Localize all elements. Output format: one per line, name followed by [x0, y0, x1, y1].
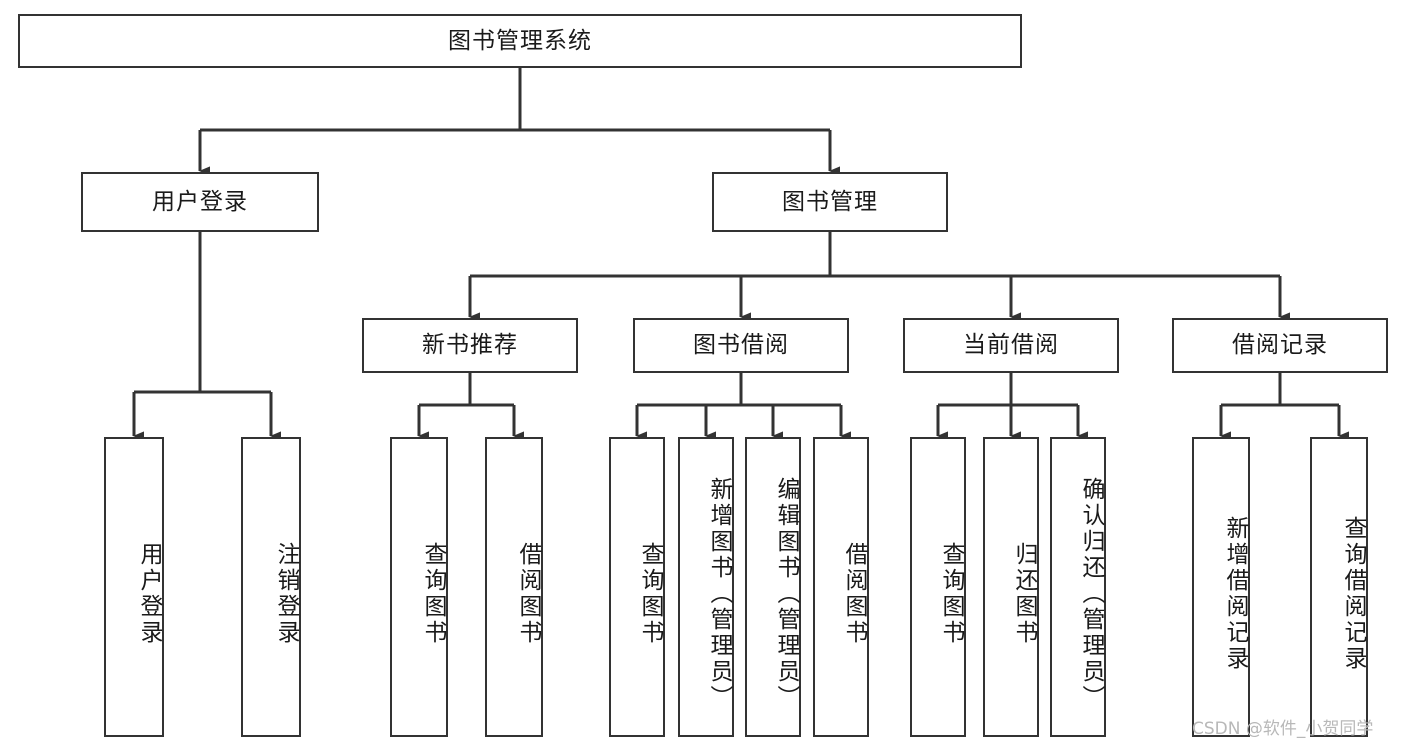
- node-leaf-cur-confirm[interactable]: 确认归还（管理员）: [1050, 437, 1106, 737]
- node-label: 新增借阅记录: [1222, 516, 1248, 672]
- node-user-login[interactable]: 用户登录: [81, 172, 319, 232]
- node-label: 用户登录: [136, 542, 162, 646]
- node-book-borrow[interactable]: 图书借阅: [633, 318, 849, 373]
- node-leaf-borrow-add[interactable]: 新增图书（管理员）: [678, 437, 734, 737]
- node-leaf-user-login[interactable]: 用户登录: [104, 437, 164, 737]
- node-book-manage[interactable]: 图书管理: [712, 172, 948, 232]
- node-label: 查询图书: [420, 542, 446, 646]
- node-new-book-rec[interactable]: 新书推荐: [362, 318, 578, 373]
- node-current-borrow[interactable]: 当前借阅: [903, 318, 1119, 373]
- node-label: 用户登录: [152, 188, 248, 215]
- node-label: 新增图书（管理员）: [706, 477, 732, 711]
- csdn-watermark: CSDN @软件_小贺同学: [1192, 719, 1374, 739]
- node-leaf-rec-query[interactable]: 查询图书: [390, 437, 448, 737]
- node-label: 借阅图书: [841, 542, 867, 646]
- node-label: 借阅记录: [1232, 332, 1328, 359]
- node-label: 当前借阅: [963, 332, 1059, 359]
- node-label: 查询图书: [938, 542, 964, 646]
- node-label: 编辑图书（管理员）: [773, 477, 799, 711]
- node-label: 图书管理系统: [448, 27, 592, 54]
- node-leaf-cur-return[interactable]: 归还图书: [983, 437, 1039, 737]
- node-leaf-user-logout[interactable]: 注销登录: [241, 437, 301, 737]
- node-label: 新书推荐: [422, 332, 518, 359]
- node-leaf-rec-add[interactable]: 新增借阅记录: [1192, 437, 1250, 737]
- node-label: 查询借阅记录: [1340, 516, 1366, 672]
- node-leaf-borrow-do[interactable]: 借阅图书: [813, 437, 869, 737]
- node-label: 借阅图书: [515, 542, 541, 646]
- node-label: 查询图书: [637, 542, 663, 646]
- node-leaf-borrow-query[interactable]: 查询图书: [609, 437, 665, 737]
- node-label: 图书借阅: [693, 332, 789, 359]
- node-leaf-borrow-edit[interactable]: 编辑图书（管理员）: [745, 437, 801, 737]
- node-label: 归还图书: [1011, 542, 1037, 646]
- node-leaf-cur-query[interactable]: 查询图书: [910, 437, 966, 737]
- node-borrow-record[interactable]: 借阅记录: [1172, 318, 1388, 373]
- node-leaf-rec-query2[interactable]: 查询借阅记录: [1310, 437, 1368, 737]
- node-label: 图书管理: [782, 188, 878, 215]
- node-label: 确认归还（管理员）: [1078, 477, 1104, 711]
- node-leaf-rec-borrow[interactable]: 借阅图书: [485, 437, 543, 737]
- node-root[interactable]: 图书管理系统: [18, 14, 1022, 68]
- node-label: 注销登录: [273, 542, 299, 646]
